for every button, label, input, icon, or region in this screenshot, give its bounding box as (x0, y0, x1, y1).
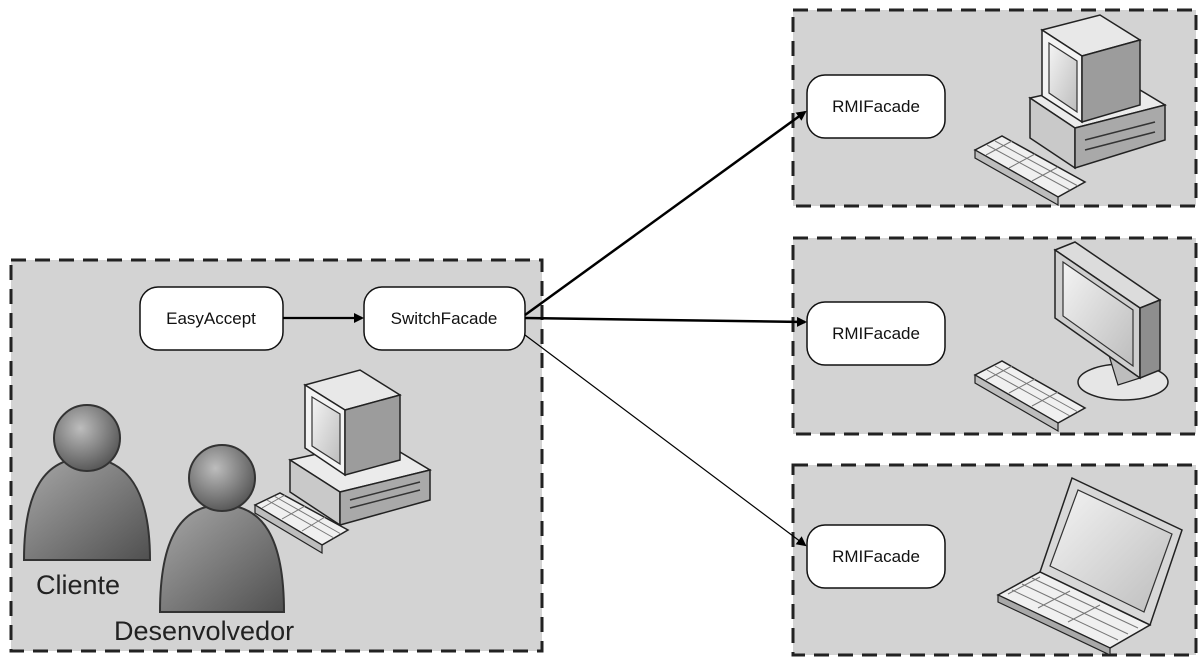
rmifacade-label: RMIFacade (832, 547, 920, 566)
connectors (283, 110, 807, 547)
switchfacade-label: SwitchFacade (391, 309, 498, 328)
easyaccept-label: EasyAccept (166, 309, 256, 328)
client-region: EasyAccept SwitchFacade Cliente Desenvol… (9, 258, 544, 653)
remote-region-lcd: RMIFacade (791, 236, 1198, 436)
rmifacade-node: RMIFacade (806, 301, 946, 366)
laptop-icon (996, 476, 1183, 656)
desenvolvedor-label: Desenvolvedor (114, 616, 294, 646)
person-icon (22, 404, 152, 561)
remote-region-desktop: RMIFacade (791, 8, 1198, 208)
arrow-switchfacade-to-rmi-top (524, 110, 807, 317)
lcd-monitor-icon (1053, 241, 1169, 401)
person-icon (158, 444, 286, 613)
desktop-computer-icon (288, 369, 432, 527)
rmifacade-label: RMIFacade (832, 324, 920, 343)
keyboard-icon (253, 492, 350, 555)
easyaccept-node: EasyAccept (139, 286, 284, 351)
rmifacade-label: RMIFacade (832, 97, 920, 116)
remote-region-laptop: RMIFacade (791, 463, 1198, 657)
arrow-switchfacade-to-rmi-mid (524, 316, 807, 327)
arrow-switchfacade-to-rmi-bottom (524, 334, 807, 547)
rmifacade-node: RMIFacade (806, 74, 946, 139)
desktop-computer-icon (1028, 14, 1167, 170)
keyboard-icon (973, 360, 1087, 433)
rmifacade-node: RMIFacade (806, 524, 946, 589)
cliente-label: Cliente (36, 570, 120, 600)
switchfacade-node: SwitchFacade (363, 286, 526, 351)
keyboard-icon (973, 135, 1087, 207)
